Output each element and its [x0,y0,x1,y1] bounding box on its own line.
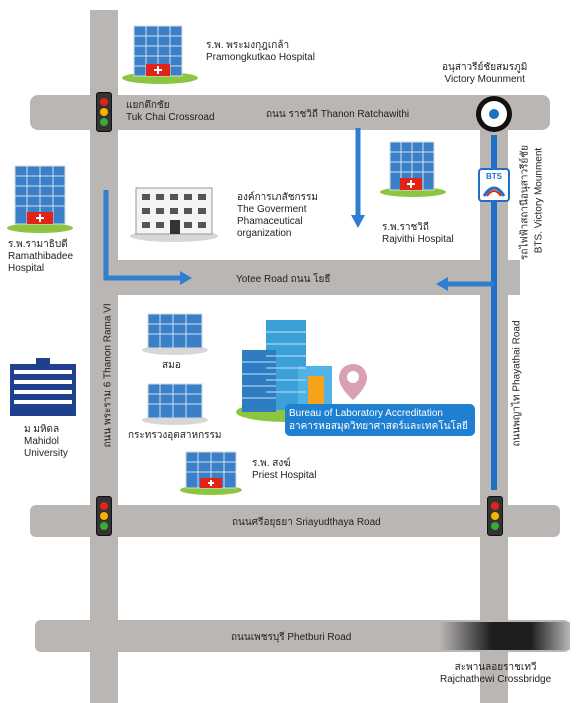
office-building-icon [130,187,218,242]
road-sriayudthaya [30,505,560,537]
road-label-ratchawithi: ถนน ราชวิถี Thanon Ratchawithi [266,109,410,120]
label-victory: อนุสาวรีย์ชัยสมรภูมิVictory Mounment [442,62,528,85]
bureau-name-en: Bureau of Laboratory Accreditation [289,408,443,419]
monument-icon [476,96,512,132]
road-label-yotee: Yotee Road ถนน โยธี [236,274,331,285]
arrowhead-down [351,215,365,228]
road-label-sriayudthaya: ถนนศรีอยุธยา Sriayudthaya Road [232,517,381,528]
bts-logo-icon: BTS [478,168,510,202]
office-building-icon [142,383,208,425]
label-priest: ร.พ. สงฆ์Priest Hospital [252,458,317,481]
office-building-icon [142,313,208,355]
label-rajvithi: ร.พ.ราชวิถีRajvithi Hospital [382,222,454,245]
location-pin-icon [339,364,367,400]
hospital-icon [122,25,198,84]
label-bts-th: รถไฟฟ้าสถานีอนุสาวรีย์ชัย [519,145,531,260]
traffic-light-icon [96,92,112,132]
hospital-icon [180,451,242,495]
bureau-callout: Bureau of Laboratory Accreditation อาคาร… [285,404,475,436]
road-label-rama6: ถนน พระราม 6 Thanon Rama VI [102,303,114,448]
svg-text:BTS: BTS [486,172,503,181]
crossbridge-shade [440,622,570,650]
label-smo: สมอ [162,360,181,371]
label-rajchathewi: สะพานลอยราชเทวีRajchathewi Crossbridge [440,662,552,685]
traffic-light-icon [487,496,503,536]
traffic-light-icon [96,496,112,536]
hospital-icon [7,165,73,233]
road-label-phayathai: ถนนพญาไท Phayathai Road [511,320,523,447]
arrowhead-east [180,271,192,285]
bureau-name-th: อาคารหอสมุดวิทยาศาสตร์และเทคโนโลยี [289,421,468,432]
road-label-phetburi: ถนนเพชรบุรี Phetburi Road [231,632,352,643]
label-bts-en: BTS. Victory Mounment [533,147,545,254]
university-icon [10,358,76,416]
road-ratchawithi [30,95,550,130]
arrowhead-west [436,277,448,291]
hospital-icon [380,141,446,197]
arrow-rama6-to-yotee [103,190,180,281]
label-industry: กระทรวงอุตสาหกรรม [128,430,222,441]
